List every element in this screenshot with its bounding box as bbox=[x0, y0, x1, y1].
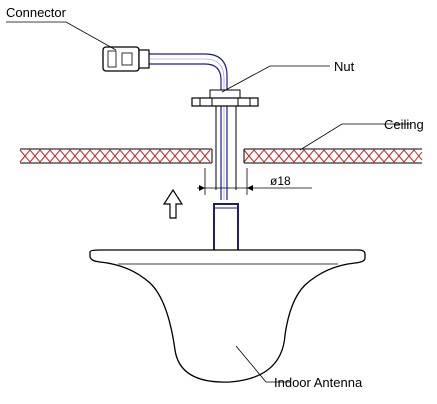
connector-label: Connector bbox=[6, 5, 67, 20]
antenna-post bbox=[213, 203, 239, 253]
ceiling-hatch-right bbox=[243, 149, 423, 163]
diameter-dimension bbox=[197, 168, 312, 195]
ceiling-hatch-left-2 bbox=[19, 149, 211, 163]
nut bbox=[191, 89, 259, 107]
leader-lines bbox=[6, 21, 410, 383]
antenna-body bbox=[89, 249, 366, 383]
diameter-label: ø18 bbox=[270, 174, 291, 188]
mounting-tube bbox=[215, 106, 237, 190]
arrow-up-icon bbox=[162, 188, 184, 219]
ceiling-hatch-right-2 bbox=[243, 149, 423, 163]
nut-label: Nut bbox=[334, 59, 355, 74]
ceiling-slab bbox=[19, 148, 423, 164]
ceiling-label: Ceiling bbox=[384, 117, 424, 132]
antenna-label: Indoor Antenna bbox=[274, 375, 363, 390]
connector-body bbox=[102, 46, 150, 72]
cable bbox=[148, 53, 228, 200]
